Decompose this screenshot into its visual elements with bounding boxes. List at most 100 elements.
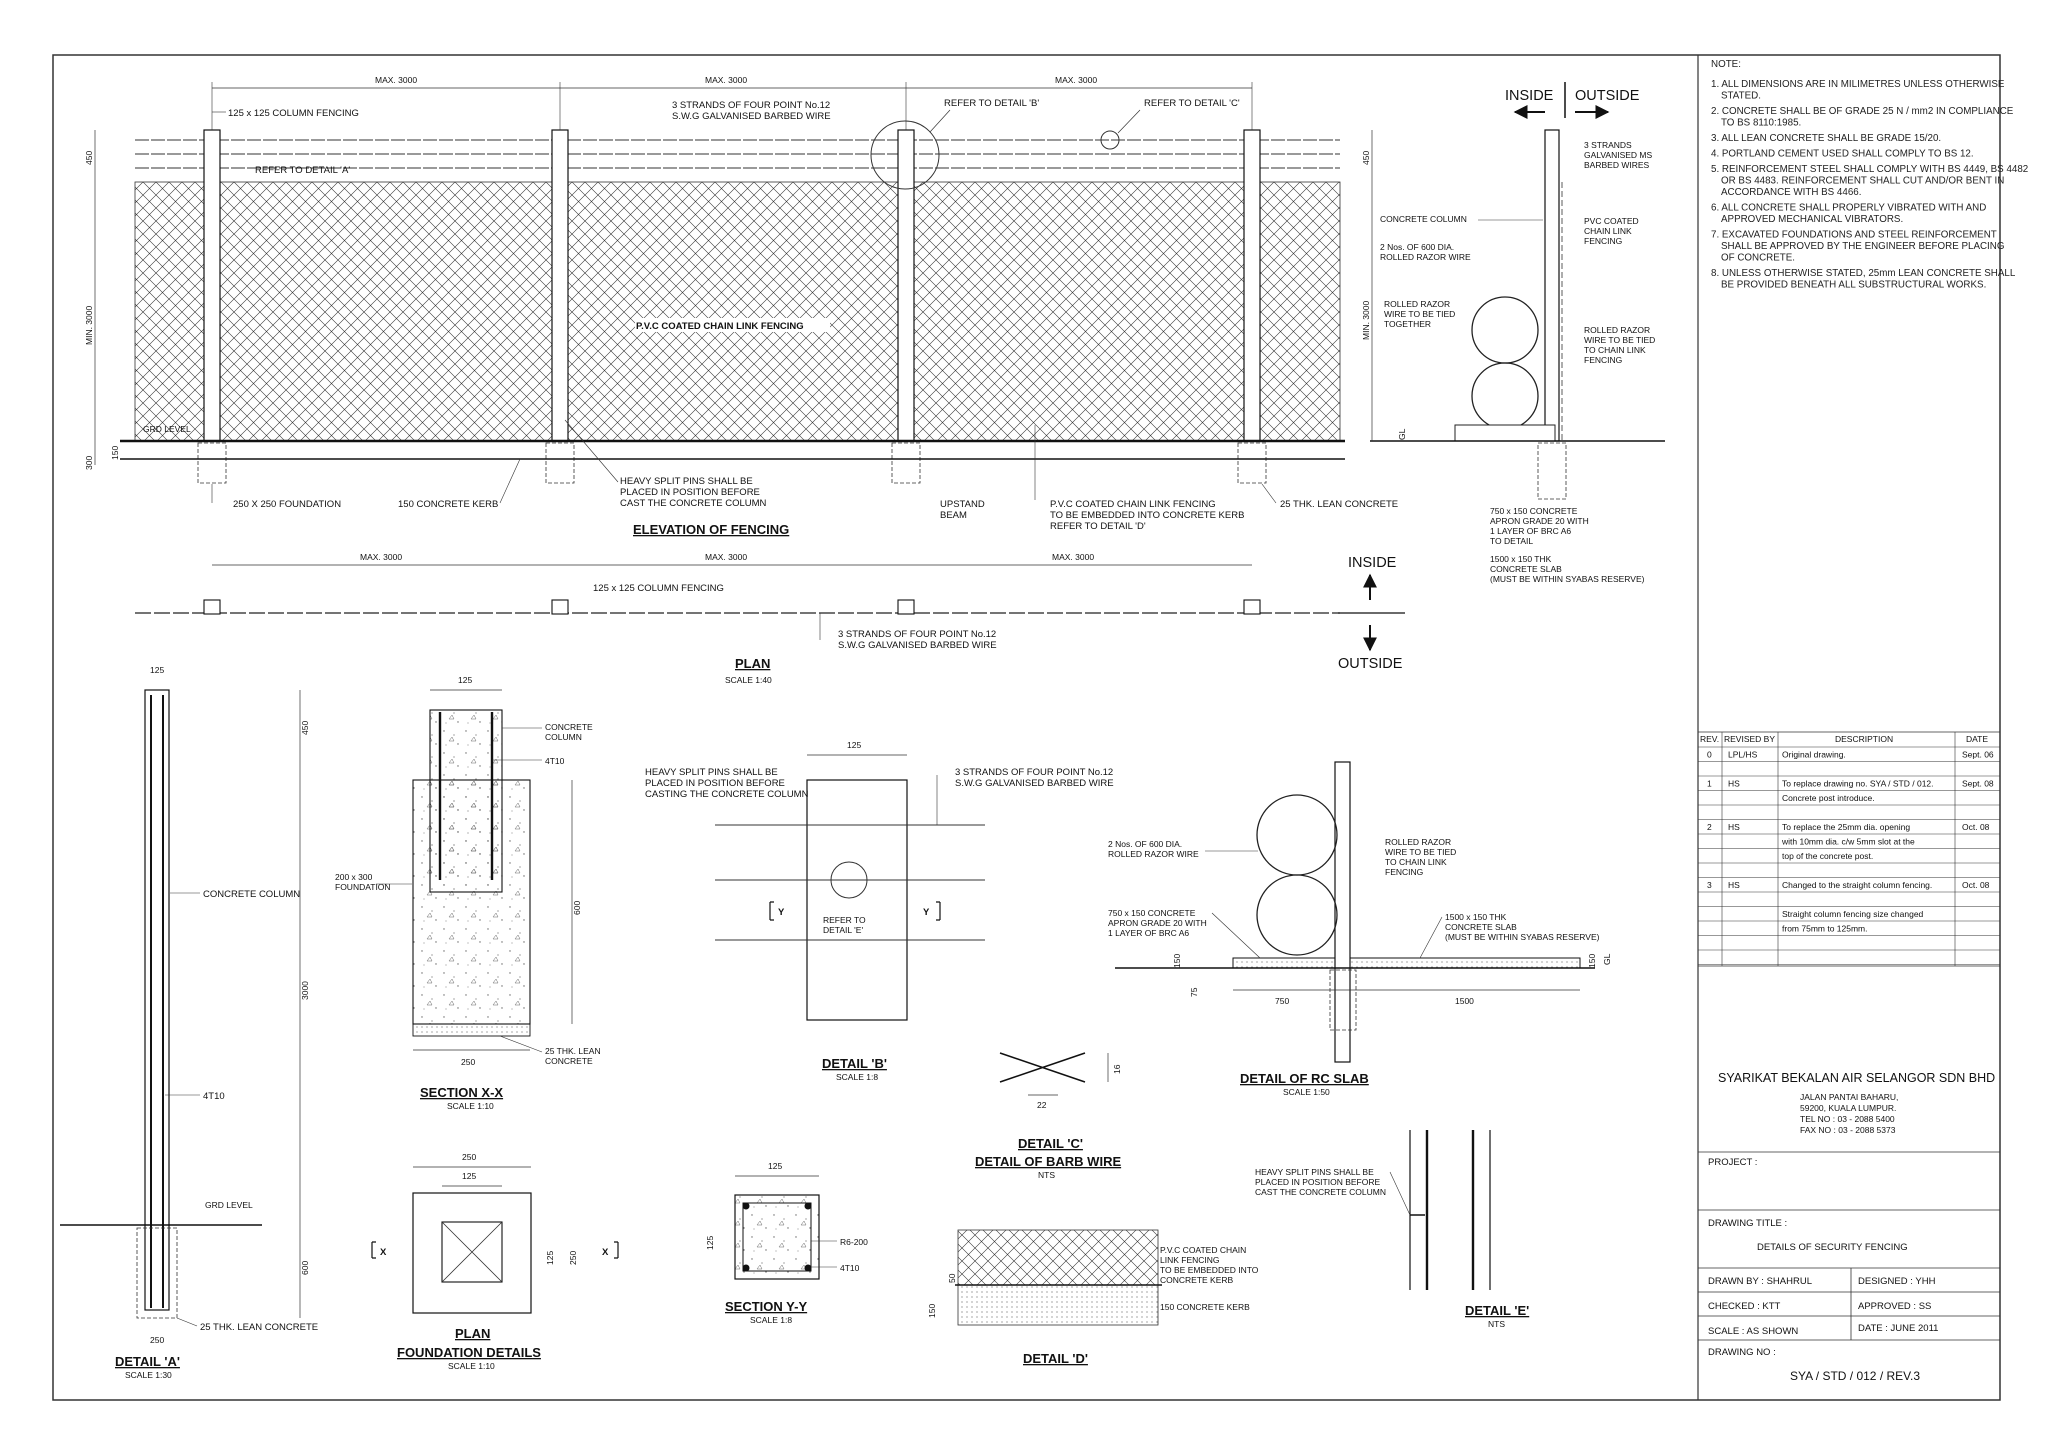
label-pvc-2: TO BE EMBEDDED INTO CONCRETE KERB (1050, 510, 1244, 521)
section-x-scale: SCALE 1:10 (447, 1101, 494, 1111)
rc-d150-right: 150 (1587, 954, 1597, 968)
detail-d-kerb-label: 150 CONCRETE KERB (1160, 1302, 1250, 1312)
section-x-d250: 250 (461, 1057, 475, 1067)
side-pvc-2: CHAIN LINK (1584, 226, 1632, 236)
detail-c-title-2: DETAIL OF BARB WIRE (975, 1154, 1121, 1169)
plan-inside: INSIDE (1348, 555, 1397, 571)
foundation-title-1: PLAN (455, 1326, 490, 1341)
detail-d-d150: 150 (927, 1304, 937, 1318)
plan-scale: SCALE 1:40 (725, 675, 772, 685)
revision-cell: Changed to the straight column fencing. (1782, 880, 1932, 890)
rc-apron-3: 1 LAYER OF BRC A6 (1108, 928, 1189, 938)
detail-e-split-3: CAST THE CONCRETE COLUMN (1255, 1187, 1386, 1197)
rc-d75: 75 (1189, 987, 1199, 997)
detail-b-ref-e-1: REFER TO (823, 915, 866, 925)
side-outside: OUTSIDE (1575, 88, 1640, 104)
detail-a-column-label: CONCRETE COLUMN (203, 889, 300, 900)
section-y-y: 125 125 R6-200 4T10 SECTION Y-Y SCALE 1:… (705, 1161, 868, 1325)
rc-razor-bottom (1256, 874, 1338, 956)
side-section: INSIDE OUTSIDE 450 MIN. 3000 GL 3 STRAND… (1361, 82, 1665, 584)
detail-b-callout (870, 120, 940, 190)
rc-slab-1: 1500 x 150 THK (1445, 912, 1507, 922)
rc-razor-2: ROLLED RAZOR WIRE (1108, 849, 1199, 859)
revision-cell: To replace the 25mm dia. opening (1782, 822, 1910, 832)
side-razor-1: 2 Nos. OF 600 DIA. (1380, 242, 1454, 252)
section-x-x: 125 600 250 CONCRETE COLUMN 4T10 200 x 3… (335, 675, 601, 1111)
rc-razor-top (1256, 794, 1338, 876)
detail-b-d125: 125 (847, 740, 861, 750)
section-y-bar (742, 1264, 750, 1272)
approved-by: APPROVED : SS (1858, 1301, 1931, 1312)
revision-cell: LPL/HS (1728, 750, 1758, 760)
section-x-foundation-1: 200 x 300 (335, 872, 373, 882)
section-x-d600: 600 (572, 901, 582, 915)
label-grd-level: GRD LEVEL (143, 424, 191, 434)
section-x-column-2: COLUMN (545, 732, 582, 742)
leader (1389, 1171, 1411, 1216)
label-split-pins-1: HEAVY SPLIT PINS SHALL BE (620, 476, 753, 487)
side-apron-1: 750 x 150 CONCRETE (1490, 506, 1578, 516)
revision-cell: 2 (1707, 822, 1712, 832)
chain-link-mesh (134, 181, 1341, 442)
project-label: PROJECT : (1708, 1157, 1757, 1168)
detail-a-rebar-label: 4T10 (203, 1091, 225, 1102)
note-line: 7. EXCAVATED FOUNDATIONS AND STEEL REINF… (1711, 230, 1997, 241)
revision-cell: Oct. 08 (1962, 822, 1990, 832)
section-x-lean-1: 25 THK. LEAN (545, 1046, 601, 1056)
detail-c-scale: NTS (1038, 1170, 1055, 1180)
plan-title: PLAN (735, 656, 770, 671)
detail-b-barbed-2: S.W.G GALVANISED BARBED WIRE (955, 778, 1114, 789)
foundation-scale: SCALE 1:10 (448, 1361, 495, 1371)
detail-c-callout (1100, 130, 1120, 150)
note-line: 8. UNLESS OTHERWISE STATED, 25mm LEAN CO… (1711, 268, 2016, 279)
detail-d: P.V.C COATED CHAIN LINK FENCING TO BE EM… (927, 1229, 1259, 1366)
label-ref-a: REFER TO DETAIL 'A' (255, 165, 350, 176)
side-column (1544, 129, 1560, 442)
revision-cell: 3 (1707, 880, 1712, 890)
foundation-d250-top: 250 (462, 1152, 476, 1162)
note-line: 4. PORTLAND CEMENT USED SHALL COMPLY TO … (1711, 149, 1974, 160)
detail-a-grd: GRD LEVEL (205, 1200, 253, 1210)
section-x-foundation-2: FOUNDATION (335, 882, 391, 892)
side-strands-1: 3 STRANDS (1584, 140, 1632, 150)
side-razor-2: ROLLED RAZOR WIRE (1380, 252, 1471, 262)
revision-cell: with 10mm dia. c/w 5mm slot at the (1781, 837, 1915, 847)
plan-columns (203, 599, 1261, 615)
center-label-bg (635, 318, 830, 332)
detail-b-barbed-1: 3 STRANDS OF FOUR POINT No.12 (955, 767, 1113, 778)
section-mark-y-right (936, 901, 941, 921)
section-y-bar (742, 1202, 750, 1210)
revision-cell: HS (1728, 822, 1740, 832)
foundation-cross (441, 1221, 503, 1283)
detail-a-d3000: 3000 (300, 981, 310, 1000)
side-inside: INSIDE (1505, 88, 1554, 104)
side-tied-2: WIRE TO BE TIED (1384, 309, 1455, 319)
section-x-rebar-label: 4T10 (545, 756, 565, 766)
leader (499, 458, 521, 504)
elevation-dim-3: MAX. 3000 (1055, 75, 1097, 85)
section-y-scale: SCALE 1:8 (750, 1315, 792, 1325)
detail-a-title: DETAIL 'A' (115, 1354, 180, 1369)
label-barbed-wire-2: S.W.G GALVANISED BARBED WIRE (672, 111, 831, 122)
note-line: APPROVED MECHANICAL VIBRATORS. (1721, 214, 1903, 225)
detail-c-d22: 22 (1037, 1100, 1047, 1110)
detail-b-ref-e-2: DETAIL 'E' (823, 925, 863, 935)
foundation-column (441, 1221, 503, 1283)
drawing-title: DETAILS OF SECURITY FENCING (1757, 1242, 1908, 1253)
section-x-column (429, 709, 503, 893)
section-mark-left (371, 1241, 376, 1259)
side-tied2-3: TO CHAIN LINK (1584, 345, 1646, 355)
side-razor-wire-bottom (1471, 362, 1539, 430)
plan-barbed-2: S.W.G GALVANISED BARBED WIRE (838, 640, 997, 651)
rc-d1500: 1500 (1455, 996, 1474, 1006)
revision-cell: Straight column fencing size changed (1782, 909, 1924, 919)
detail-e-callout (830, 861, 868, 899)
label-column-fencing: 125 x 125 COLUMN FENCING (228, 108, 359, 119)
foundation-x-left: X (380, 1247, 387, 1258)
label-lean-concrete: 25 THK. LEAN CONCRETE (1280, 499, 1398, 510)
elevation-dim-2: MAX. 3000 (705, 75, 747, 85)
label-chain-link-center: P.V.C COATED CHAIN LINK FENCING (636, 321, 804, 332)
drawing-title-label: DRAWING TITLE : (1708, 1218, 1787, 1229)
rc-tied-1: ROLLED RAZOR (1385, 837, 1451, 847)
revision-cell: 0 (1707, 750, 1712, 760)
